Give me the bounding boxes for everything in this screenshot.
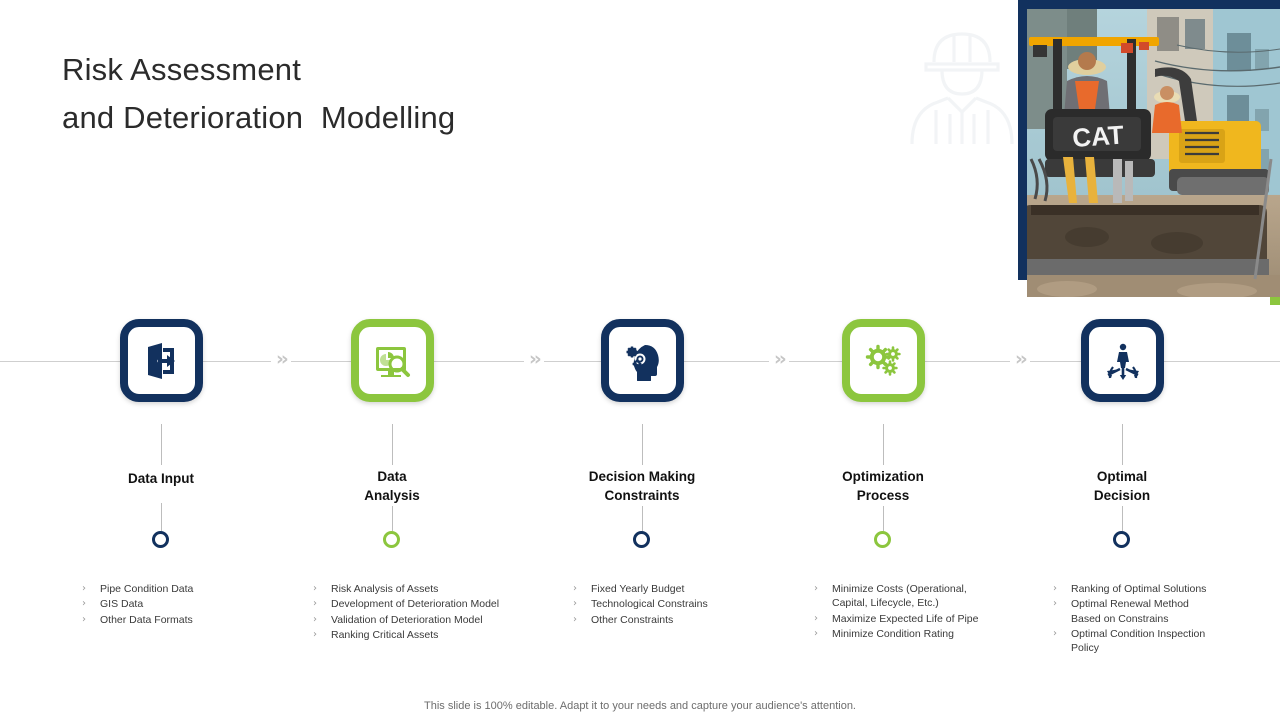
bullet-mark: › [573, 613, 577, 625]
stage-label-decision-making-constraints: Decision Making Constraints [532, 467, 752, 505]
list-item: › Technological Constrains [573, 597, 788, 611]
connector-line-top-5 [1122, 424, 1123, 465]
stage-label-data-analysis: Data Analysis [282, 467, 502, 505]
list-item: › Development of Deterioration Model [313, 597, 528, 611]
stage-dot-1 [152, 531, 169, 548]
bullet-text: Development of Deterioration Model [331, 598, 500, 611]
bullet-text: Optimal Condition Inspection Policy [1071, 627, 1206, 655]
connector-line-top-3 [642, 424, 643, 465]
stage-label-line-1: Data [377, 469, 407, 484]
bullet-mark: › [814, 627, 818, 639]
list-item: › Optimal Renewal Method Based on Constr… [1053, 597, 1218, 626]
stage-label-line-2: Analysis [364, 488, 420, 503]
bullet-text: Optimal Renewal Method Based on Constrai… [1071, 598, 1189, 625]
construction-worker-hardhat-icon [906, 18, 1018, 148]
bullet-mark: › [1053, 627, 1057, 639]
list-item: › Minimize Condition Rating [814, 627, 989, 641]
bullet-text: Other Constraints [591, 613, 674, 626]
stage-label-data-input: Data Input [51, 469, 271, 488]
stage-label-line-1: Optimal [1096, 469, 1148, 484]
svg-text:CAT: CAT [1071, 119, 1125, 153]
connector-line-bottom-2 [392, 506, 393, 531]
stage-label-line-2: Constraints [604, 488, 680, 503]
bullet-mark: › [814, 612, 818, 624]
list-item: › Fixed Yearly Budget [573, 582, 788, 596]
bullet-list-data-analysis: › Risk Analysis of Assets › Development … [313, 582, 528, 643]
bullet-mark: › [313, 613, 317, 625]
list-item: › Minimize Costs (Operational, Capital, … [814, 582, 989, 611]
bullet-mark: › [313, 628, 317, 640]
page-title-line-2: and Deterioration Modelling [62, 100, 456, 135]
bullet-mark: › [573, 598, 577, 610]
bullet-text: Ranking of Optimal Solutions [1071, 583, 1207, 595]
list-item: › GIS Data [82, 597, 282, 611]
stage-label-line-1: Decision Making [588, 469, 696, 484]
connector-line-bottom-4 [883, 506, 884, 531]
person-with-arrows-icon[interactable] [1081, 319, 1164, 402]
footer-note: This slide is 100% editable. Adapt it to… [424, 700, 856, 712]
door-entry-icon[interactable] [120, 319, 203, 402]
bullet-mark: › [313, 583, 317, 594]
bullet-text: Validation of Deterioration Model [331, 613, 483, 626]
stage-label-line-2: Process [856, 488, 910, 503]
stage-label-line-2: Decision [1093, 488, 1151, 503]
bullet-text: Maximize Expected Life of Pipe [832, 612, 979, 625]
bullet-mark: › [82, 598, 86, 610]
list-item: › Risk Analysis of Assets [313, 582, 528, 596]
connector-line-bottom-1 [161, 503, 162, 531]
connector-line-top-1 [161, 424, 162, 465]
stage-dot-4 [874, 531, 891, 548]
stage-separator-1: ›› [271, 350, 291, 369]
bullet-text: Minimize Costs (Operational, Capital, Li… [832, 583, 967, 610]
list-item: › Ranking of Optimal Solutions [1053, 582, 1218, 596]
stage-separator-4: ›› [1010, 350, 1030, 369]
bullet-mark: › [814, 583, 818, 594]
bullet-list-optimization-process: › Minimize Costs (Operational, Capital, … [814, 582, 989, 642]
head-with-gears-icon[interactable] [601, 319, 684, 402]
bullet-text: Ranking Critical Assets [331, 628, 439, 641]
stage-label-line-1: Data Input [128, 471, 194, 486]
bullet-mark: › [82, 613, 86, 625]
list-item: › Ranking Critical Assets [313, 628, 528, 642]
bullet-mark: › [1053, 583, 1057, 594]
monitor-chart-magnifier-icon[interactable] [351, 319, 434, 402]
gears-icon[interactable] [842, 319, 925, 402]
stage-label-optimal-decision: Optimal Decision [1012, 467, 1232, 505]
list-item: › Maximize Expected Life of Pipe [814, 612, 989, 626]
list-item: › Optimal Condition Inspection Policy [1053, 627, 1218, 656]
bullet-text: Fixed Yearly Budget [591, 583, 685, 595]
connector-line-top-4 [883, 424, 884, 465]
bullet-text: Risk Analysis of Assets [331, 583, 439, 595]
list-item: › Pipe Condition Data [82, 582, 282, 596]
bullet-text: Other Data Formats [100, 613, 193, 626]
bullet-text: Pipe Condition Data [100, 583, 194, 595]
bullet-list-data-input: › Pipe Condition Data › GIS Data › Other… [82, 582, 282, 628]
stage-separator-3: ›› [769, 350, 789, 369]
page-title-line-1: Risk Assessment [62, 52, 302, 87]
connector-line-bottom-5 [1122, 506, 1123, 531]
connector-line-top-2 [392, 424, 393, 465]
bullet-list-decision-making-constraints: › Fixed Yearly Budget › Technological Co… [573, 582, 788, 628]
stage-dot-5 [1113, 531, 1130, 548]
page-title: Risk Assessment and Deterioration Modell… [62, 46, 702, 142]
stage-dot-2 [383, 531, 400, 548]
bullet-mark: › [82, 583, 86, 594]
connector-line-bottom-3 [642, 506, 643, 531]
bullet-text: Minimize Condition Rating [832, 627, 954, 640]
bullet-mark: › [313, 598, 317, 610]
list-item: › Other Constraints [573, 613, 788, 627]
list-item: › Validation of Deterioration Model [313, 613, 528, 627]
stage-label-line-1: Optimization [842, 469, 924, 484]
stage-label-optimization-process: Optimization Process [773, 467, 993, 505]
bullet-list-optimal-decision: › Ranking of Optimal Solutions › Optimal… [1053, 582, 1218, 656]
stage-dot-3 [633, 531, 650, 548]
list-item: › Other Data Formats [82, 613, 282, 627]
bullet-text: Technological Constrains [591, 598, 708, 611]
stage-separator-2: ›› [524, 350, 544, 369]
photo-image: CAT [1027, 9, 1280, 297]
bullet-text: GIS Data [100, 598, 144, 611]
bullet-mark: › [573, 583, 577, 594]
bullet-mark: › [1053, 598, 1057, 610]
hero-photo: CAT [1018, 0, 1280, 305]
